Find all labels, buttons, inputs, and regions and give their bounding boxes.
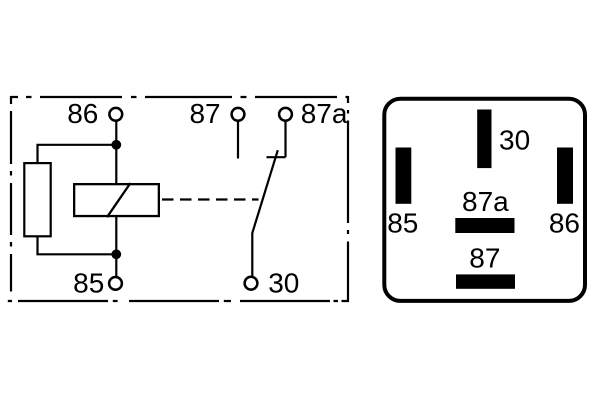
svg-text:86: 86 xyxy=(67,98,98,129)
svg-text:85: 85 xyxy=(387,207,418,238)
svg-text:87: 87 xyxy=(189,98,220,129)
svg-text:85: 85 xyxy=(73,268,104,299)
svg-text:87: 87 xyxy=(469,242,500,273)
svg-text:30: 30 xyxy=(268,268,299,299)
svg-text:87a: 87a xyxy=(301,98,348,129)
svg-text:87a: 87a xyxy=(462,186,509,217)
svg-text:86: 86 xyxy=(549,207,580,238)
svg-text:30: 30 xyxy=(499,124,530,155)
